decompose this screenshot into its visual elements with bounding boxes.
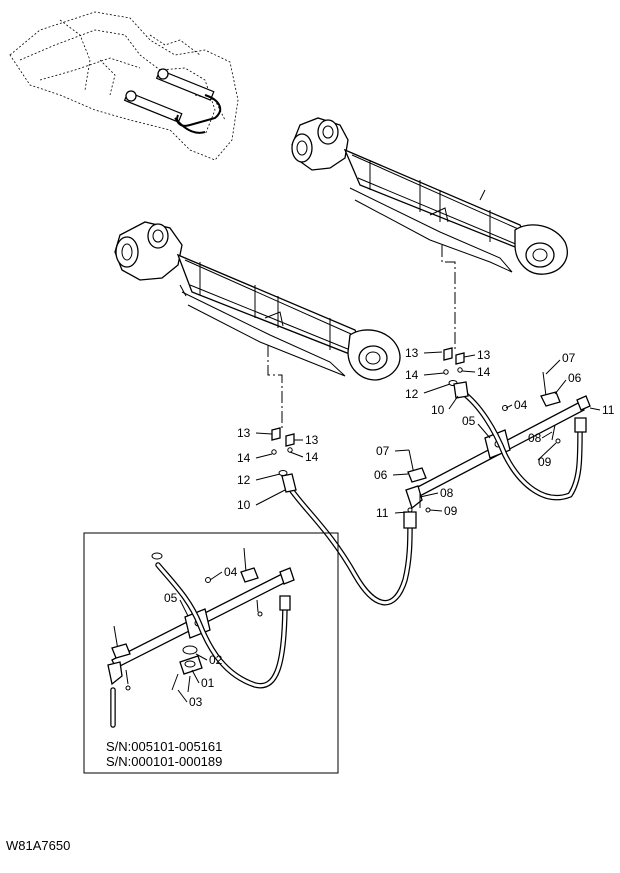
callout-09-middle: 09 (444, 504, 458, 518)
callout-13-lower-left: 13 (237, 426, 251, 440)
callout-13-upper-right: 13 (477, 348, 491, 362)
leader-lines (177, 351, 601, 703)
callout-12-upper: 12 (405, 387, 419, 401)
callout-14-lower-left: 14 (237, 451, 251, 465)
callout-14-upper-right: 14 (477, 365, 491, 379)
callout-08-upper: 08 (528, 431, 542, 445)
callout-04-inset: 04 (224, 565, 238, 579)
inset-serial-line-2: S/N:000101-000189 (106, 754, 222, 769)
machine-overview-thumbnail (9, 11, 239, 161)
callout-12-lower: 12 (237, 473, 251, 487)
callout-11-middle: 11 (376, 506, 389, 520)
inset-earlier-serials (83, 532, 339, 774)
callout-07-middle: 07 (376, 444, 390, 458)
callout-08-middle: 08 (440, 486, 454, 500)
callout-14-upper-left: 14 (405, 368, 419, 382)
hose-long (281, 473, 417, 606)
cylinder-lower (114, 221, 401, 381)
callout-06-upper: 06 (568, 371, 582, 385)
callout-13-lower-right: 13 (305, 433, 319, 447)
clamp-group-upper (407, 371, 561, 513)
hose-right (453, 381, 587, 501)
callout-10-upper: 10 (431, 403, 445, 417)
callout-14-lower-right: 14 (305, 450, 319, 464)
drawing-code: W81A7650 (6, 838, 70, 853)
callout-09-upper: 09 (538, 455, 552, 469)
callout-11-upper: 11 (602, 403, 615, 417)
callout-labels: 13 13 14 14 12 10 04 05 07 06 11 08 09 1… (6, 346, 615, 853)
cylinder-upper (291, 117, 568, 275)
callout-13-upper-left: 13 (405, 346, 419, 360)
tube-assembly-main (405, 395, 591, 510)
inset-serial-line-1: S/N:005101-005161 (106, 739, 222, 754)
callout-03-inset: 03 (189, 695, 203, 709)
callout-07-upper: 07 (562, 351, 576, 365)
callout-05-inset: 05 (164, 591, 178, 605)
fitting-group-upper (443, 347, 465, 386)
callout-02-inset: 02 (209, 653, 223, 667)
callout-10-lower: 10 (237, 498, 251, 512)
callout-04-upper: 04 (514, 398, 528, 412)
centerline-lower (267, 345, 283, 430)
callout-06-middle: 06 (374, 468, 388, 482)
centerline-upper (441, 245, 456, 352)
callout-05-upper: 05 (462, 414, 476, 428)
callout-01-inset: 01 (201, 676, 215, 690)
